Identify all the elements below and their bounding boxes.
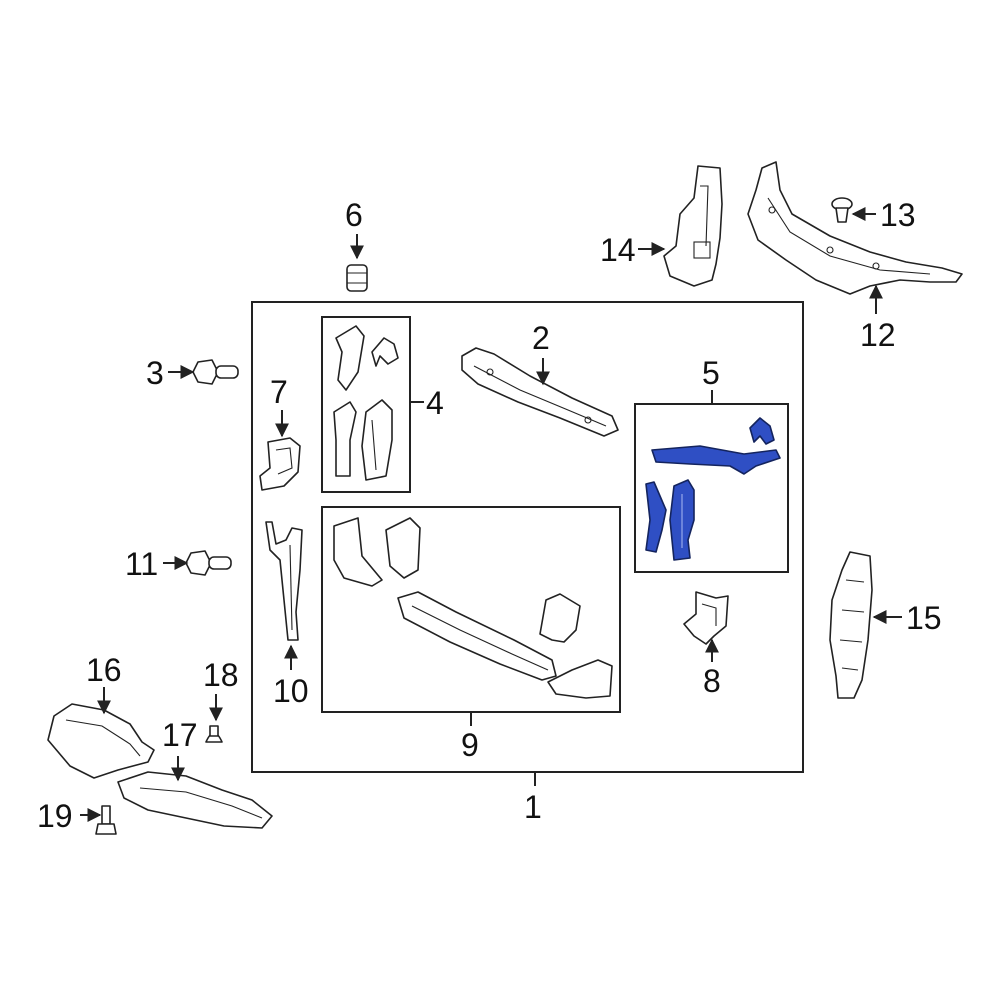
part-17-under-cover[interactable]: [117, 771, 273, 829]
callout-13: 13: [880, 197, 916, 233]
callout-3: 3: [146, 355, 164, 391]
part-16-splash-shield[interactable]: [47, 703, 155, 779]
part-12-cover[interactable]: [747, 161, 963, 295]
callout-6: 6: [345, 197, 363, 233]
part-13-clip[interactable]: [831, 197, 853, 223]
callout-5: 5: [702, 355, 720, 391]
callout-7: 7: [270, 374, 288, 410]
callout-17: 17: [162, 717, 198, 753]
part-3-bolt[interactable]: [192, 359, 239, 385]
part-18-push-clip[interactable]: [205, 725, 223, 743]
callout-18: 18: [203, 657, 239, 693]
part-5-brackets[interactable]: [645, 417, 781, 561]
part-11-bolt[interactable]: [185, 550, 232, 576]
callout-15: 15: [906, 600, 942, 636]
part-6-bushing[interactable]: [346, 264, 368, 292]
part-19-bolt[interactable]: [95, 805, 117, 835]
part-7-bracket[interactable]: [259, 437, 301, 491]
part-15-side-deflector[interactable]: [829, 551, 873, 699]
part-14-deflector[interactable]: [663, 165, 723, 287]
part-8-bracket[interactable]: [683, 591, 729, 645]
group-4-frame: [321, 316, 411, 493]
part-4-brackets[interactable]: [333, 325, 399, 481]
part-10-support[interactable]: [265, 521, 303, 641]
main-assembly-frame: [251, 301, 804, 773]
callout-11: 11: [125, 546, 158, 582]
callout-8: 8: [703, 663, 721, 699]
callout-12: 12: [860, 317, 896, 353]
part-9-lower-tie-bar[interactable]: [333, 517, 613, 699]
callout-19: 19: [37, 798, 73, 834]
callout-1: 1: [524, 789, 542, 825]
callout-9: 9: [461, 727, 479, 763]
callout-4: 4: [426, 385, 444, 421]
callout-14: 14: [600, 232, 636, 268]
callout-16: 16: [86, 652, 122, 688]
callout-2: 2: [532, 320, 550, 356]
callout-10: 10: [273, 673, 309, 709]
part-2-upper-tie-bar[interactable]: [461, 347, 619, 437]
